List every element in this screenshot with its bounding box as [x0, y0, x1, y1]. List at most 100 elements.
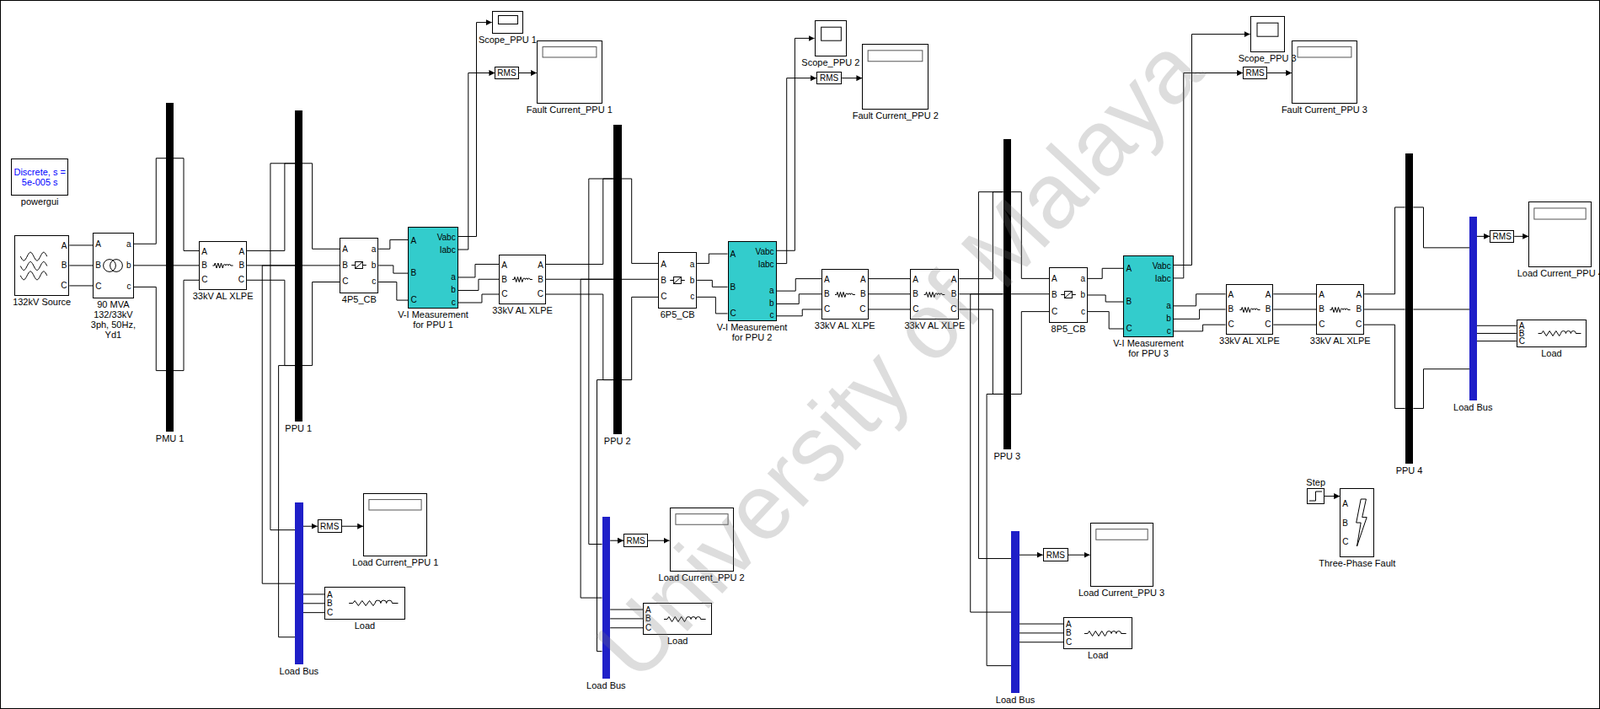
port-label: A [95, 239, 102, 249]
port-label: C [501, 288, 508, 299]
power-wire [458, 263, 500, 278]
signal-wire [1019, 554, 1044, 556]
port-label: A [1125, 263, 1132, 273]
block-label: 4P5_CB [342, 294, 377, 305]
port-label: B [61, 260, 68, 270]
breaker-symbol [1064, 291, 1073, 299]
scope-screen [820, 26, 841, 41]
signal-wire [1514, 235, 1529, 237]
block-label: Load Current_PPU 2 [658, 572, 745, 583]
breaker-symbol [674, 277, 682, 284]
port-label: B [410, 267, 417, 278]
power-wire [621, 296, 659, 380]
block-icon [1292, 41, 1357, 103]
step-block: Step [1306, 487, 1325, 504]
port-label: C [1051, 306, 1058, 316]
port-label: A [537, 260, 544, 270]
power-wire [302, 282, 341, 366]
power-wire [1173, 324, 1226, 332]
load-block: LoadABC [1063, 616, 1133, 650]
power-wire [1019, 641, 1064, 643]
power-wire [1412, 207, 1470, 248]
port-label: B [1228, 304, 1235, 314]
signal-wire [776, 78, 817, 264]
port-label: C [342, 276, 348, 286]
block-label: V-I Measurement for PPU 2 [714, 321, 791, 343]
port-label: B [1342, 518, 1349, 528]
fault-block: Three-Phase FaultABC [1339, 487, 1375, 557]
power-wire [69, 244, 93, 246]
port-label: B [912, 288, 919, 299]
rms-block: RMS [816, 71, 842, 86]
port-label: C [1228, 319, 1235, 329]
signal-wire [342, 525, 364, 527]
block-label: 132kV Source [12, 296, 71, 307]
block-label: 90 MVA 132/33kV 3ph, 50Hz, Yd1 [86, 299, 140, 340]
port-label: b [690, 275, 696, 285]
sine-symbol [20, 270, 48, 279]
block-icon [670, 508, 734, 571]
block-icon [492, 11, 524, 33]
port-label: A [1065, 619, 1072, 629]
power-wire [302, 264, 341, 266]
power-wire [133, 158, 167, 245]
port-label: c [1166, 326, 1172, 336]
block-icon [1529, 202, 1591, 268]
power-wire [1087, 311, 1124, 329]
power-wire [1011, 311, 1049, 395]
port-label: b [450, 284, 456, 295]
circuit-breaker: 8P5_CBABCabc [1048, 267, 1088, 322]
block-label: Load Bus [995, 694, 1035, 705]
power-wire [302, 163, 341, 249]
port-label: A [1318, 289, 1325, 300]
port-label: b [1166, 313, 1172, 323]
port-label: A [410, 235, 417, 246]
port-label: b [1080, 289, 1086, 300]
signal-wire [610, 540, 624, 541]
port-label: B [824, 288, 830, 299]
power-wire [958, 309, 1003, 394]
scope-block: Scope_PPU 1 [492, 10, 525, 34]
power-wire [1273, 293, 1317, 295]
port-label: A [201, 246, 208, 257]
winding-symbol [103, 259, 117, 273]
block-label: Three-Phase Fault [1318, 557, 1396, 568]
load-symbol [1537, 331, 1581, 337]
step-symbol [1309, 491, 1322, 501]
port-label: C [1342, 536, 1349, 546]
bus-bar: PPU 4 [1405, 153, 1414, 464]
power-wire [458, 294, 500, 303]
block-label: PPU 2 [604, 435, 632, 446]
port-label: Vabc [437, 232, 456, 242]
port-label: B [1318, 304, 1325, 314]
display-window [542, 47, 597, 58]
bus-bar: PMU 1 [165, 102, 174, 432]
signal-wire [1324, 495, 1340, 497]
power-wire [303, 593, 325, 594]
port-label: a [1080, 273, 1086, 284]
breaker-symbol [674, 277, 682, 284]
power-wire [378, 239, 408, 249]
port-label: A [645, 604, 652, 615]
block-icon [602, 516, 611, 680]
port-label: C [1355, 319, 1362, 329]
port-label: a [690, 259, 696, 269]
port-label: B [238, 260, 245, 270]
power-wire [1476, 325, 1517, 327]
block-label: Load [1541, 347, 1562, 359]
power-wire [621, 178, 659, 263]
port-label: a [450, 272, 456, 282]
port-label: C [410, 294, 417, 305]
port-label: a [371, 244, 377, 254]
bus-bar: PPU 3 [1003, 139, 1012, 450]
scope-block: Scope_PPU 3 [1250, 16, 1285, 52]
power-wire [246, 163, 295, 252]
block-icon [325, 587, 405, 619]
block-icon [294, 110, 303, 422]
voltage-source: 132kV SourceABC [14, 235, 70, 297]
port-label: C [326, 607, 333, 617]
power-wire [1273, 308, 1317, 310]
power-wire [1087, 267, 1124, 279]
port-label: C [238, 274, 245, 284]
